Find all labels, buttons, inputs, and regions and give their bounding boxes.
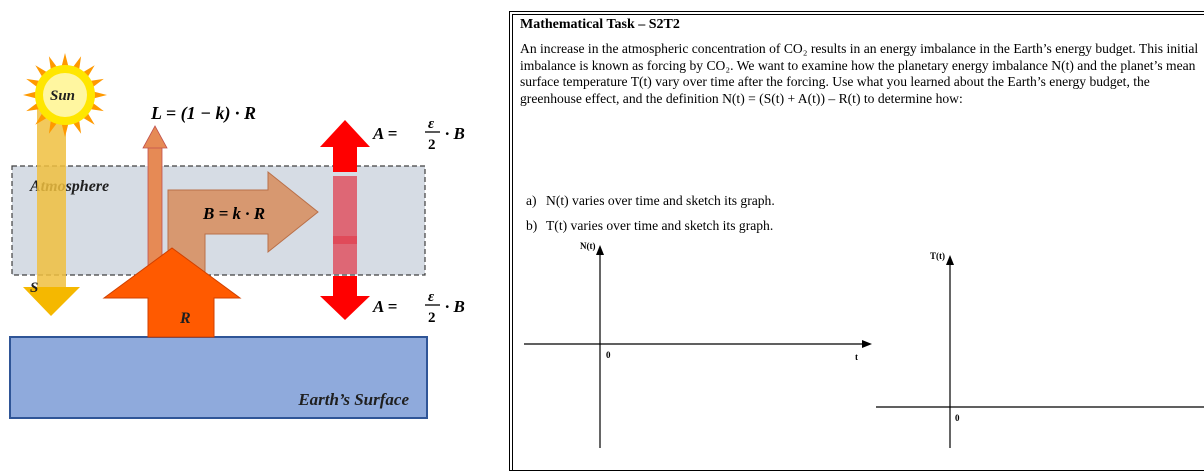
a-top-rhs: · B bbox=[445, 124, 465, 143]
a-bottom-num: ε bbox=[428, 289, 435, 305]
l-arrow bbox=[142, 125, 168, 273]
a-down-arrow bbox=[320, 236, 370, 320]
graph-t-origin: 0 bbox=[955, 413, 960, 423]
sun-ray bbox=[23, 91, 38, 99]
task-title: Mathematical Task – S2T2 bbox=[520, 17, 680, 32]
a-up-arrow bbox=[320, 120, 370, 244]
earth-surface bbox=[9, 336, 428, 419]
graph-n-axes bbox=[524, 245, 872, 448]
sun-icon bbox=[23, 53, 107, 137]
sun-label: Sun bbox=[50, 88, 75, 104]
graph-n-x-label: t bbox=[855, 352, 858, 362]
task-item-a-text: N(t) varies over time and sketch its gra… bbox=[546, 193, 775, 208]
sun-ray bbox=[61, 122, 69, 137]
graph-t-y-label: T(t) bbox=[930, 251, 945, 261]
a-bottom-lhs: A = bbox=[372, 297, 397, 316]
a-bottom-equation: A = ε 2 · B bbox=[372, 289, 465, 326]
a-bottom-rhs: · B bbox=[445, 297, 465, 316]
task-item-a: a) N(t) varies over time and sketch its g… bbox=[526, 193, 775, 209]
task-panel-inner-border bbox=[512, 14, 1204, 470]
task-item-b-label: b) bbox=[526, 218, 538, 233]
a-bottom-den: 2 bbox=[428, 310, 436, 326]
task-intro: An increase in the atmospheric concentra… bbox=[520, 41, 1199, 106]
energy-budget-diagram: Atmosphere Earth’s Surface S Sun L = (1 … bbox=[9, 53, 465, 419]
r-arrow bbox=[102, 247, 242, 338]
sun-ray bbox=[61, 53, 69, 68]
a-top-num: ε bbox=[428, 116, 435, 132]
s-label: S bbox=[30, 280, 38, 296]
b-equation: B = k · R bbox=[202, 204, 265, 223]
a-top-equation: A = ε 2 · B bbox=[372, 116, 465, 153]
task-item-b-text: T(t) varies over time and sketch its gra… bbox=[546, 218, 774, 233]
a-top-lhs: A = bbox=[372, 124, 397, 143]
graph-t-axes bbox=[876, 255, 1204, 448]
graph-n-y-label: N(t) bbox=[580, 241, 596, 251]
r-label: R bbox=[179, 310, 191, 327]
a-top-den: 2 bbox=[428, 137, 436, 153]
sun-ray bbox=[92, 91, 107, 99]
blank-graphs: N(t) t 0 T(t) 0 bbox=[524, 241, 1204, 448]
graph-n-origin: 0 bbox=[606, 350, 611, 360]
l-equation: L = (1 − k) · R bbox=[150, 103, 256, 124]
task-item-b: b) T(t) varies over time and sketch its g… bbox=[526, 218, 773, 234]
task-item-a-label: a) bbox=[526, 193, 537, 208]
solar-s-arrow bbox=[23, 100, 80, 316]
task-panel: Mathematical Task – S2T2 An increase in … bbox=[509, 11, 1204, 471]
earth-surface-label: Earth’s Surface bbox=[297, 390, 409, 409]
